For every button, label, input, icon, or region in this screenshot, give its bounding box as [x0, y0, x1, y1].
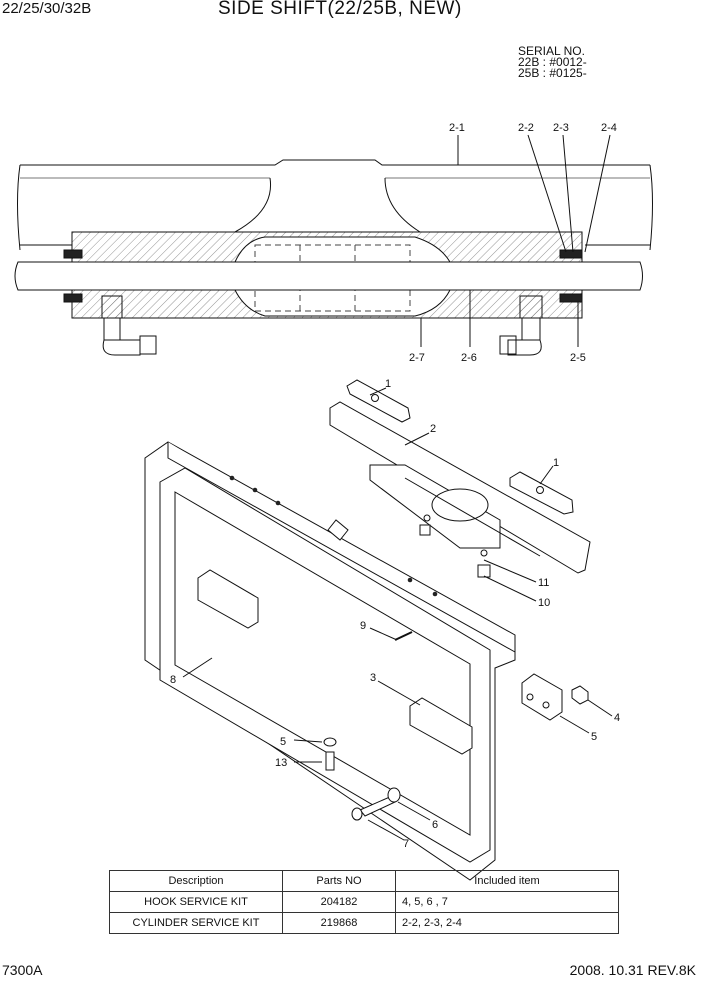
- col-description: Description: [109, 870, 283, 892]
- callout-4: 4: [614, 712, 620, 724]
- callout-2-3: 2-3: [553, 122, 569, 134]
- bracket-plate: [346, 379, 411, 423]
- row-description: HOOK SERVICE KIT: [109, 891, 283, 913]
- table-row: CYLINDER SERVICE KIT 219868 2-2, 2-3, 2-…: [109, 912, 619, 934]
- row-included: 2-2, 2-3, 2-4: [395, 912, 619, 934]
- callout-9: 9: [360, 620, 366, 632]
- serial-info: SERIAL NO. 22B : #0012- 25B : #0125-: [518, 44, 587, 80]
- section-view: [14, 134, 653, 356]
- col-parts-no: Parts NO: [282, 870, 396, 892]
- callout-10: 10: [538, 597, 550, 609]
- serial-line-25b: 25B : #0125-: [518, 66, 587, 80]
- callout-5a: 5: [591, 731, 597, 743]
- row-parts-no: 204182: [282, 891, 396, 913]
- callout-2-6: 2-6: [461, 352, 477, 364]
- callout-3: 3: [370, 672, 376, 684]
- page-title: SIDE SHIFT(22/25B, NEW): [218, 0, 462, 19]
- callout-8: 8: [170, 674, 176, 686]
- revision-date: 2008. 10.31 REV.8K: [569, 962, 696, 978]
- service-kit-table: Description Parts NO Included item HOOK …: [109, 870, 619, 934]
- row-parts-no: 219868: [282, 912, 396, 934]
- callout-2-2: 2-2: [518, 122, 534, 134]
- callout-1a: 1: [385, 378, 391, 390]
- table-row: HOOK SERVICE KIT 204182 4, 5, 6 , 7: [109, 891, 619, 913]
- callout-5b: 5: [280, 736, 286, 748]
- col-included-item: Included item: [395, 870, 619, 892]
- exploded-view: [144, 379, 613, 881]
- callout-11: 11: [538, 577, 549, 589]
- page-code: 7300A: [2, 962, 43, 978]
- row-included: 4, 5, 6 , 7: [395, 891, 619, 913]
- callout-1b: 1: [553, 457, 559, 469]
- callout-2-7: 2-7: [409, 352, 425, 364]
- callout-2: 2: [430, 423, 436, 435]
- callout-2-1: 2-1: [449, 122, 465, 134]
- callout-labels: 2-1 2-2 2-3 2-4 2-7 2-6 2-5 1 2 1 11 10 …: [170, 122, 620, 850]
- callout-7: 7: [403, 838, 409, 850]
- serial-label: SERIAL NO.: [518, 44, 585, 58]
- callout-6: 6: [432, 819, 438, 831]
- model-label: 22/25/30/32B: [2, 0, 92, 17]
- table-header-row: Description Parts NO Included item: [109, 870, 619, 892]
- callout-2-4: 2-4: [601, 122, 617, 134]
- row-description: CYLINDER SERVICE KIT: [109, 912, 283, 934]
- callout-2-5: 2-5: [570, 352, 586, 364]
- serial-line-22b: 22B : #0012-: [518, 55, 587, 69]
- callout-13: 13: [275, 757, 287, 769]
